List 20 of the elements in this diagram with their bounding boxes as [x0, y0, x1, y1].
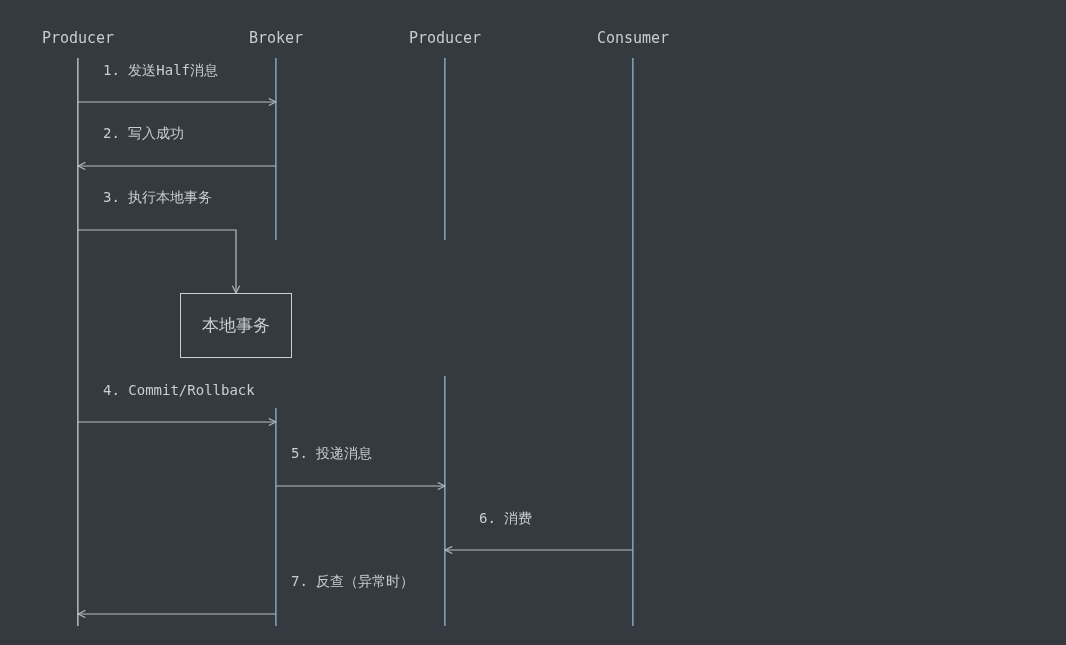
edge-label: 7. 反查（异常时） [291, 572, 415, 591]
arrow [77, 161, 277, 171]
arrow [77, 609, 277, 619]
edge-label: 1. 发送Half消息 [103, 61, 218, 80]
arrow [77, 417, 277, 427]
arrow [444, 545, 634, 555]
participant-label: Consumer [596, 28, 670, 48]
process-box [180, 293, 292, 358]
process-label: 本地事务 [202, 314, 270, 337]
edge-label: 2. 写入成功 [103, 124, 185, 143]
edge-label: 5. 投递消息 [291, 444, 373, 463]
arrow [275, 481, 446, 491]
edge-label: 6. 消费 [479, 509, 533, 528]
edge-label: 3. 执行本地事务 [103, 188, 213, 207]
participant-label: Producer [408, 28, 482, 48]
arrow [77, 97, 277, 107]
participant-label: Broker [248, 28, 304, 48]
edge-label: 4. Commit/Rollback [103, 381, 255, 400]
participant-label: Producer [41, 28, 115, 48]
arrow [77, 229, 241, 294]
